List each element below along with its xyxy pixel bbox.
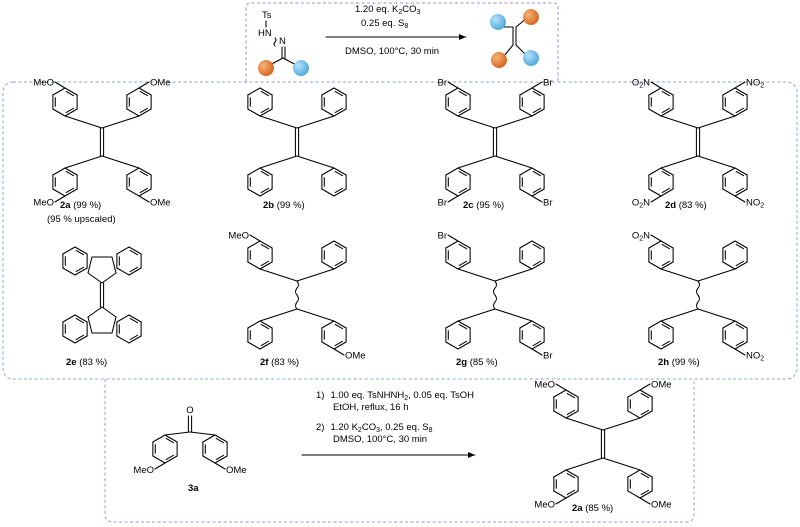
- substituent-label: MeO: [228, 231, 249, 242]
- molecule-2h: O2N NO2: [632, 231, 764, 363]
- substituent-label: Br: [543, 198, 553, 209]
- svg-text:2)1.20 K2CO3, 0.25 eq. S8: 2)1.20 K2CO3, 0.25 eq. S8: [316, 422, 433, 434]
- compound-label-2h: 2h (99 %): [658, 357, 700, 368]
- svg-text:EtOH, reflux, 16 h: EtOH, reflux, 16 h: [333, 402, 409, 413]
- n-label: N: [279, 36, 286, 47]
- substituent-label: MeO: [33, 78, 54, 89]
- bottom-reaction-frame: [104, 379, 695, 523]
- top-reaction-frame: [245, 2, 559, 82]
- svg-text:1.20 eq. K2CO3: 1.20 eq. K2CO3: [355, 4, 420, 16]
- carbonyl-o-label: O: [186, 405, 193, 416]
- nitro-group-label: NO2: [746, 198, 764, 210]
- nitro-group-label: O2N: [632, 78, 650, 90]
- orange-sphere: [258, 60, 274, 76]
- compound-label-2g: 2g (85 %): [456, 357, 498, 368]
- substituent-label: OMe: [150, 78, 171, 89]
- molecule-2f: MeO OMe: [228, 231, 365, 362]
- blue-sphere: [293, 60, 309, 76]
- substituent-label: Br: [438, 78, 448, 89]
- nitro-group-label: O2N: [632, 198, 650, 210]
- compound-label-2b: 2b (99 %): [263, 200, 305, 211]
- products-frame: [2, 81, 798, 380]
- substituent-label: Br: [543, 351, 553, 362]
- molecule-2b: [247, 87, 347, 197]
- substituent-label: OMe: [345, 351, 366, 362]
- compound-label-2a: 2a (99 %): [60, 200, 101, 211]
- compound-label-2d: 2d (83 %): [665, 200, 707, 211]
- nitro-group-label: NO2: [746, 351, 764, 363]
- top-conditions: 1.20 eq. K2CO3 0.25 eq. S8 DMSO, 100°C, …: [325, 4, 467, 57]
- upscaled-note: (95 % upscaled): [47, 214, 116, 225]
- compound-label-2f: 2f (83 %): [260, 357, 299, 368]
- svg-text:1)1.00 eq. TsNHNH2, 0.05 eq. T: 1)1.00 eq. TsNHNH2, 0.05 eq. TsOH: [316, 390, 474, 402]
- bottom-conditions: 1)1.00 eq. TsNHNH2, 0.05 eq. TsOH EtOH, …: [301, 390, 476, 458]
- substituent-label: Br: [438, 231, 448, 242]
- ts-label: Ts: [262, 10, 272, 21]
- substituent-label: Br: [438, 198, 448, 209]
- substituent-label: MeO: [534, 500, 555, 511]
- svg-text:DMSO, 100°C, 30 min: DMSO, 100°C, 30 min: [333, 434, 427, 445]
- molecule-3a: O MeO OMe: [133, 405, 246, 476]
- top-reagent: Ts HN N: [258, 10, 309, 76]
- nitro-group-label: NO2: [746, 78, 764, 90]
- substituent-label: OMe: [226, 465, 247, 476]
- compound-label-2e: 2e (83 %): [66, 357, 107, 368]
- substituent-label: Br: [543, 78, 553, 89]
- substituent-label: OMe: [651, 500, 672, 511]
- substituent-label: MeO: [133, 465, 154, 476]
- molecule-2e: [62, 246, 142, 344]
- svg-text:0.25 eq. S8: 0.25 eq. S8: [361, 18, 408, 30]
- substituent-label: OMe: [150, 198, 171, 209]
- hn-label: HN: [258, 28, 272, 39]
- svg-text:DMSO, 100°C, 30 min: DMSO, 100°C, 30 min: [345, 46, 439, 57]
- compound-label-3a: 3a: [188, 483, 199, 494]
- substituent-label: OMe: [651, 380, 672, 391]
- substituent-label: MeO: [33, 198, 54, 209]
- substituent-label: MeO: [534, 380, 555, 391]
- top-product: [490, 9, 539, 68]
- nitro-group-label: O2N: [632, 231, 650, 243]
- compound-label-2a-bottom: 2a (85 %): [572, 503, 613, 514]
- compound-label-2c: 2c (95 %): [463, 200, 504, 211]
